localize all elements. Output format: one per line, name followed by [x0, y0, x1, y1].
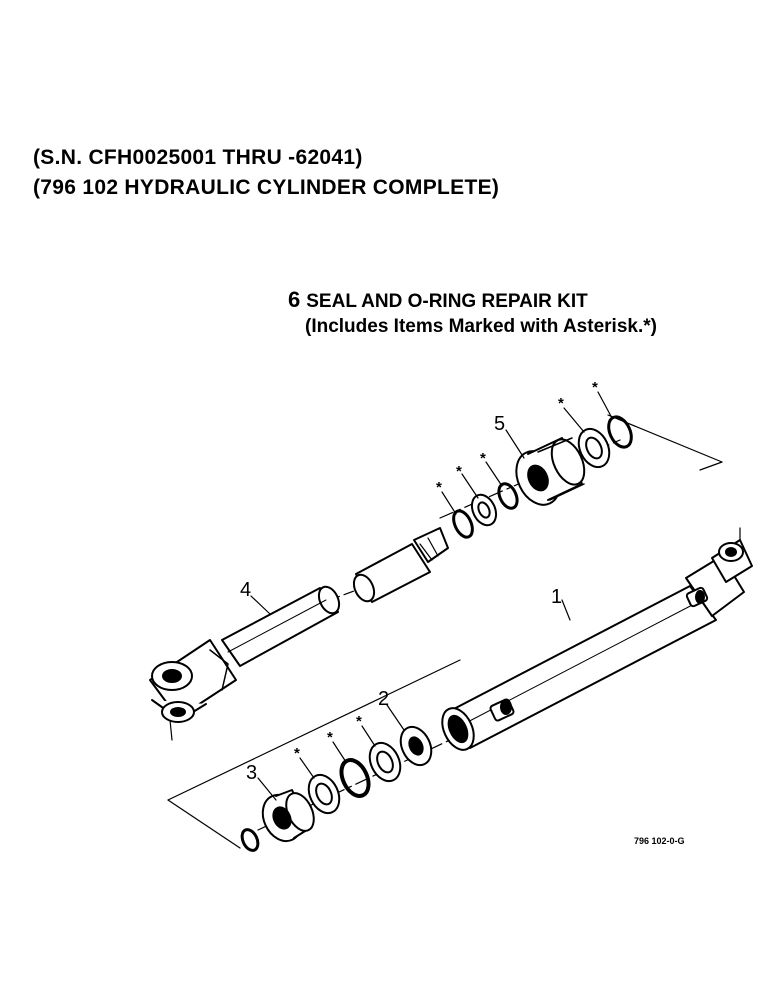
serial-number-range: (S.N. CFH0025001 THRU -62041) — [33, 146, 363, 169]
o-ring-c — [607, 415, 633, 449]
callout-item-3: 3 — [246, 762, 257, 784]
o-ring-a — [452, 509, 474, 539]
callout-leaders — [250, 391, 613, 801]
asterisk-marker: * — [436, 479, 442, 496]
upper-right-guide-return — [699, 461, 723, 471]
gland-seals-lower — [240, 741, 402, 852]
leader-ast-4 — [563, 407, 585, 433]
repair-kit-note: (Includes Items Marked with Asterisk.*) — [305, 316, 657, 337]
lower-left-guide-return — [167, 799, 241, 849]
asterisk-marker: * — [456, 463, 462, 480]
leader-ast-2 — [461, 473, 479, 499]
gland — [261, 789, 315, 843]
leader-5 — [505, 429, 525, 459]
leader-2 — [386, 704, 405, 731]
callout-item-5: 5 — [494, 413, 505, 435]
asterisk-marker: * — [327, 729, 333, 746]
o-ring-b — [497, 482, 519, 510]
backup-ring-a — [470, 493, 498, 527]
gland-washer — [399, 725, 433, 767]
piston — [515, 437, 586, 506]
leader-ast-5 — [597, 391, 613, 419]
repair-kit-item-number: 6 — [288, 287, 301, 312]
leader-3 — [257, 777, 277, 801]
leader-ast-7 — [332, 741, 347, 763]
leader-ast-8 — [361, 725, 376, 747]
wear-ring-bore — [585, 436, 603, 460]
seal-d — [368, 741, 402, 783]
asterisk-marker: * — [480, 450, 486, 467]
callout-item-2: 2 — [378, 688, 389, 710]
callout-item-4: 4 — [240, 579, 251, 601]
rod-eye-pin-line — [169, 719, 173, 741]
cylinder-barrel — [441, 539, 753, 751]
lower-left-guide-line — [167, 659, 461, 801]
backup-ring-a-bore — [477, 501, 491, 519]
leader-ast-3 — [485, 461, 503, 487]
asterisk-marker: * — [294, 745, 300, 762]
callout-item-1: 1 — [551, 586, 562, 608]
asterisk-marker: * — [558, 395, 564, 412]
o-ring-g — [240, 828, 260, 852]
o-ring-e — [339, 758, 371, 798]
leader-ast-1 — [441, 491, 457, 515]
seal-d-bore — [376, 750, 394, 774]
piston-rod — [149, 585, 341, 723]
drawing-code: 796 102-0-G — [634, 836, 685, 846]
repair-kit-title-text: SEAL AND O-RING REPAIR KIT — [306, 291, 588, 312]
seal-f-bore — [315, 782, 333, 806]
wear-ring — [577, 427, 611, 469]
leader-1 — [561, 599, 571, 621]
rod-end-section — [352, 527, 449, 603]
assembly-title: (796 102 HYDRAULIC CYLINDER COMPLETE) — [33, 176, 500, 199]
asterisk-marker: * — [356, 713, 362, 730]
leader-4 — [250, 595, 271, 615]
asterisk-marker: * — [592, 379, 598, 396]
piston-seals-upper — [452, 415, 633, 539]
seal-f — [307, 773, 341, 815]
leader-ast-6 — [299, 757, 315, 779]
